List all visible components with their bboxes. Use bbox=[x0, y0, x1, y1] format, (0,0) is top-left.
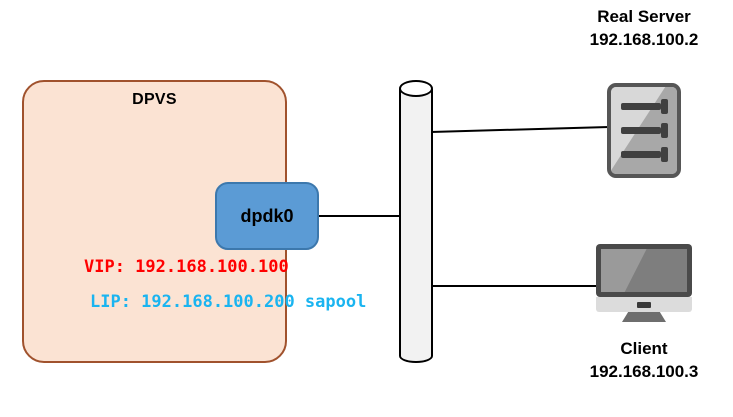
server-icon-led-1 bbox=[661, 99, 668, 114]
link-bus-to-real-server bbox=[430, 126, 610, 133]
server-icon-bar-1 bbox=[621, 103, 661, 110]
server-icon-shell bbox=[607, 83, 681, 178]
cylinder-body bbox=[399, 89, 433, 363]
server-icon-bar-2 bbox=[621, 127, 661, 134]
lip-address-label: LIP: 192.168.100.200 sapool bbox=[90, 292, 367, 312]
dpdk0-label: dpdk0 bbox=[240, 205, 294, 226]
monitor-icon-button bbox=[637, 302, 651, 308]
client-caption: Client 192.168.100.3 bbox=[589, 339, 699, 381]
monitor-icon-bezel bbox=[596, 244, 692, 297]
monitor-icon-screen bbox=[601, 249, 687, 292]
dpvs-panel-title: DPVS bbox=[132, 91, 177, 108]
dpdk0-interface-node[interactable]: dpdk0 bbox=[215, 182, 319, 250]
cylinder-top-ellipse bbox=[399, 80, 433, 97]
server-icon-bar-3 bbox=[621, 151, 661, 158]
server-icon-led-3 bbox=[661, 147, 668, 162]
network-bus-cylinder bbox=[399, 80, 433, 363]
real-server-caption: Real Server 192.168.100.2 bbox=[589, 7, 699, 49]
monitor-icon bbox=[596, 244, 692, 322]
monitor-icon-stand bbox=[622, 312, 666, 322]
link-bus-to-client bbox=[431, 285, 597, 287]
vip-address-label: VIP: 192.168.100.100 bbox=[84, 257, 289, 277]
link-dpdk0-to-bus bbox=[318, 215, 401, 217]
server-icon-led-2 bbox=[661, 123, 668, 138]
server-icon bbox=[607, 83, 681, 178]
